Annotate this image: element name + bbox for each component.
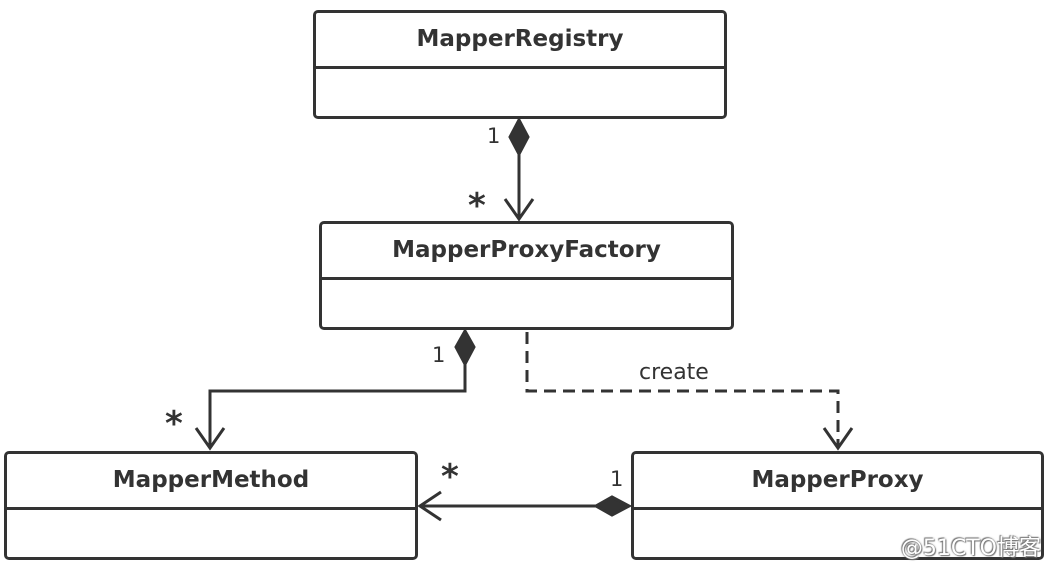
create-label: create: [639, 360, 709, 385]
proxy-arrowhead: [822, 427, 854, 451]
method-side-arrowhead: [417, 490, 442, 522]
class-mapper-proxy-factory: MapperProxyFactory: [319, 221, 734, 330]
factory-method-composition: [194, 327, 476, 451]
class-mapper-proxy: MapperProxy: [631, 451, 1044, 560]
method-side-multiplicity: *: [441, 457, 459, 497]
method-arrowhead: [194, 427, 226, 451]
class-name: MapperRegistry: [316, 13, 724, 69]
method-multiplicity: *: [165, 404, 183, 444]
class-mapper-registry: MapperRegistry: [313, 10, 727, 119]
factory-diamond: [454, 327, 476, 368]
class-name: MapperProxy: [634, 454, 1041, 510]
factory-method-source-multiplicity: 1: [432, 343, 446, 367]
proxy-diamond: [592, 495, 633, 517]
factory-multiplicity: *: [468, 186, 486, 226]
factory-method-line: [208, 364, 467, 448]
registry-factory-composition: [503, 116, 535, 222]
registry-multiplicity: 1: [487, 124, 501, 148]
proxy-multiplicity: 1: [610, 467, 624, 491]
proxy-method-composition: [417, 490, 633, 522]
class-mapper-method: MapperMethod: [4, 451, 418, 560]
registry-diamond: [508, 116, 530, 158]
watermark: @51CTO博客: [900, 536, 1041, 561]
factory-arrowhead: [503, 198, 535, 222]
factory-proxy-dependency: [525, 332, 854, 451]
create-dashed-line: [525, 332, 840, 448]
class-name: MapperMethod: [7, 454, 415, 510]
class-name: MapperProxyFactory: [322, 224, 731, 280]
